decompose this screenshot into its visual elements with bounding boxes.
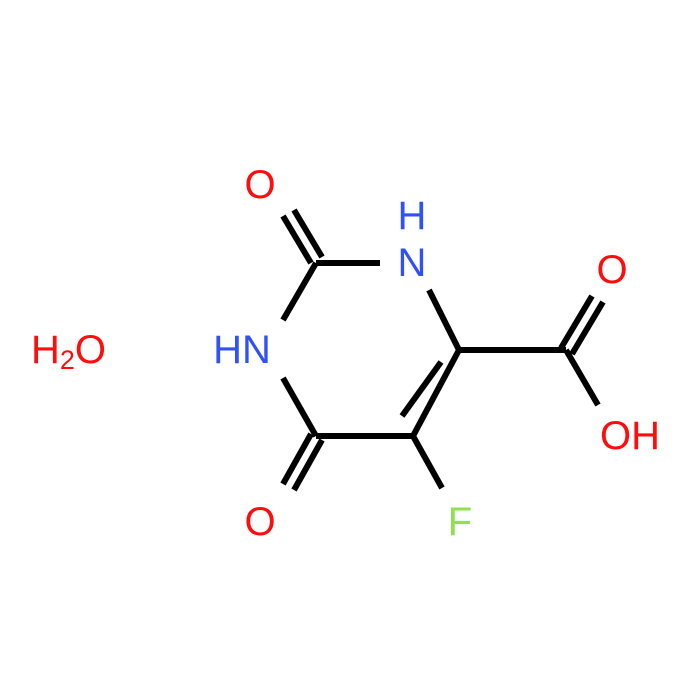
bond-n1-c2 — [280, 261, 319, 322]
bond-cacid-oh — [563, 348, 601, 407]
atom-n-top: N — [398, 241, 427, 285]
atom-hn-left: HN — [213, 328, 271, 372]
bond-c6-n1 — [280, 376, 319, 438]
atom-o-top: O — [244, 163, 275, 207]
bond-cacid-o-1 — [558, 294, 595, 350]
atom-labels: O N H O HN OH O F — [213, 163, 660, 544]
water-h: H — [31, 328, 60, 372]
water-formula: H2O — [31, 328, 106, 375]
atom-o-acid: O — [596, 248, 627, 292]
atom-o-bottom: O — [244, 500, 275, 544]
bond-c4-c5-2 — [399, 360, 444, 418]
bond-cacid-o-2 — [569, 300, 606, 356]
bond-c4-c5-1 — [410, 348, 462, 438]
bond-c6-o-2 — [291, 438, 325, 492]
water-o: O — [75, 328, 106, 372]
atom-h-top: H — [398, 194, 427, 238]
water-subscript: 2 — [60, 345, 75, 375]
atom-f: F — [448, 500, 472, 544]
bond-c5-f — [410, 434, 445, 490]
bond-n3-c4 — [426, 288, 462, 352]
atom-oh: OH — [600, 414, 660, 458]
water-label: H2O — [31, 328, 106, 375]
bond-c2-o-2 — [291, 208, 325, 259]
bonds — [280, 208, 606, 492]
bond-c2-o-1 — [280, 214, 314, 265]
bond-c6-o-1 — [280, 432, 314, 486]
